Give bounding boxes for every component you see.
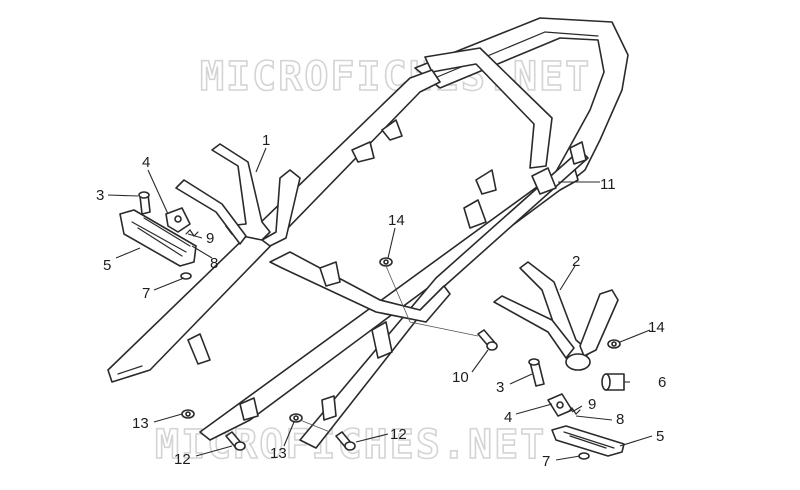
left-spring[interactable] [185,229,199,237]
nut-14-center[interactable] [379,257,393,267]
screw-10[interactable] [477,329,498,351]
left-footpeg-pin[interactable] [138,191,151,215]
nut-13-left[interactable] [181,409,195,419]
left-footrest-bracket[interactable] [175,143,301,247]
callout-7-right: 7 [542,453,550,470]
left-footpeg[interactable] [119,209,197,267]
callout-13-left: 13 [132,415,149,432]
screw-12-right[interactable] [335,431,356,451]
left-washer[interactable] [180,272,192,280]
callout-12-left: 12 [174,451,191,468]
callout-7-left: 7 [142,285,150,302]
rear-frame[interactable] [107,17,629,449]
right-footrest-bracket[interactable] [493,261,619,371]
rubber-bush[interactable] [601,373,625,391]
callout-9-right: 9 [588,396,596,413]
callout-1: 1 [262,132,270,149]
nut-13-right[interactable] [289,413,303,423]
callout-12-right: 12 [390,426,407,443]
right-footpeg-pin[interactable] [528,358,545,387]
callout-5-left: 5 [103,257,111,274]
callout-14-right: 14 [648,319,665,336]
leader-lines [107,147,653,461]
callout-2: 2 [572,253,580,270]
callout-labels: 1 2 3 4 5 7 8 9 14 14 10 3 6 4 9 8 5 7 1… [96,132,666,470]
right-footpeg[interactable] [551,425,625,457]
callout-11: 11 [600,176,616,193]
callout-3-right: 3 [496,379,504,396]
screw-12-left[interactable] [225,431,246,451]
callout-3-left: 3 [96,187,104,204]
callout-13-right: 13 [270,445,287,462]
callout-6: 6 [658,374,666,391]
right-washer[interactable] [578,452,590,460]
nut-14-right[interactable] [607,339,621,349]
callout-10: 10 [452,369,469,386]
callout-4-right: 4 [504,409,512,426]
callout-4-left: 4 [142,154,150,171]
callout-5-right: 5 [656,428,664,445]
callout-9-left: 9 [206,230,214,247]
right-footpeg-plate[interactable] [547,393,573,417]
callout-8-left: 8 [210,255,218,272]
left-footpeg-plate[interactable] [165,207,191,233]
callout-8-right: 8 [616,411,624,428]
callout-14-center: 14 [388,212,405,229]
